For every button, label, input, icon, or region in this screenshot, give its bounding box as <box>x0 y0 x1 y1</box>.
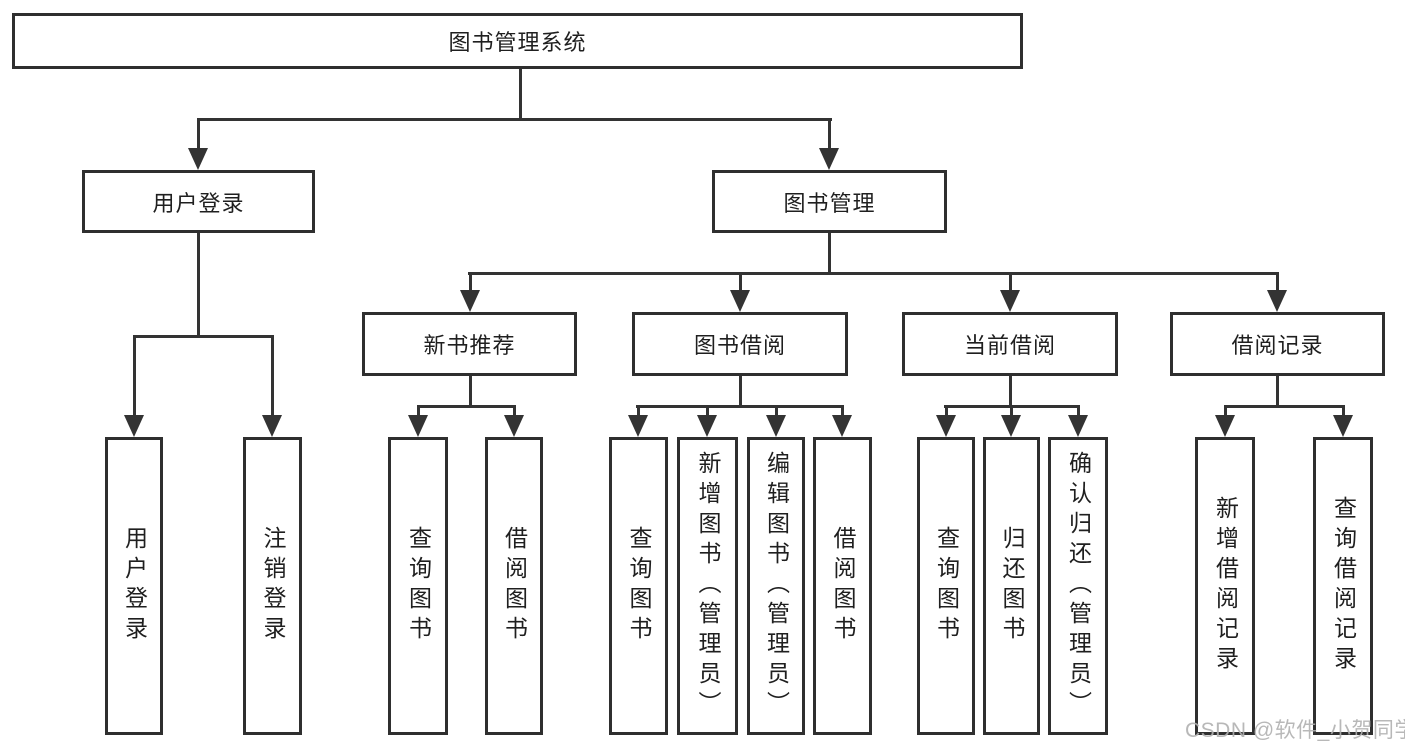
connector-level1-branch <box>197 118 832 121</box>
connector-current-borrow-stem <box>1009 272 1012 292</box>
leaf-s4-query-borrow-record-label: 查询借阅记录 <box>1330 496 1357 676</box>
node-borrow-records: 借阅记录 <box>1170 312 1385 376</box>
connector-s1-branch <box>417 405 516 408</box>
node-book-management: 图书管理 <box>712 170 947 233</box>
arrowhead-user-login-icon <box>188 148 208 170</box>
leaf-s2-add-books-admin: 新增图书（管理员） <box>677 437 738 735</box>
connector-leaf-logout-stem <box>271 335 274 415</box>
leaf-s2-query-books: 查询图书 <box>609 437 668 735</box>
leaf-s3-confirm-return-admin-label: 确认归还（管理员） <box>1065 451 1092 721</box>
leaf-s4-add-borrow-record-label: 新增借阅记录 <box>1212 496 1239 676</box>
connector-s1c2-stem <box>513 405 516 417</box>
leaf-s3-return-books: 归还图书 <box>983 437 1040 735</box>
connector-s2c2-stem <box>706 405 709 417</box>
leaf-user-login: 用户登录 <box>105 437 163 735</box>
arrowhead-new-book-icon <box>460 290 480 312</box>
connector-s4-branch <box>1224 405 1345 408</box>
connector-user-login-stem <box>197 118 200 150</box>
node-user-login: 用户登录 <box>82 170 315 233</box>
connector-book-mgmt-stem <box>828 118 831 150</box>
connector-borrow-records-stem <box>1276 272 1279 292</box>
arrowhead-s2c2-icon <box>697 415 717 437</box>
arrowhead-leaf-logout-icon <box>262 415 282 437</box>
leaf-s2-add-books-admin-label: 新增图书（管理员） <box>695 451 721 721</box>
arrowhead-s2c3-icon <box>766 415 786 437</box>
connector-user-login-branch <box>133 335 274 338</box>
connector-s2c3-stem <box>775 405 778 417</box>
connector-s2-branch <box>636 405 844 408</box>
connector-s3c3-stem <box>1077 405 1080 417</box>
connector-s4c2-stem <box>1342 405 1345 417</box>
leaf-s3-query-books: 查询图书 <box>917 437 975 735</box>
leaf-s4-query-borrow-record: 查询借阅记录 <box>1313 437 1373 735</box>
arrowhead-current-borrow-icon <box>1000 290 1020 312</box>
leaf-s1-query-books-label: 查询图书 <box>405 526 432 646</box>
connector-leaf-login-stem <box>133 335 136 415</box>
connector-s2c4-stem <box>841 405 844 417</box>
arrowhead-s1c1-icon <box>408 415 428 437</box>
connector-s3c1-stem <box>945 405 948 417</box>
connector-s3c2-stem <box>1010 405 1013 417</box>
leaf-logout-label: 注销登录 <box>260 526 286 646</box>
connector-s1c1-stem <box>417 405 420 417</box>
leaf-s2-edit-books-admin-label: 编辑图书（管理员） <box>763 451 790 721</box>
connector-s4c1-stem <box>1224 405 1227 417</box>
leaf-s1-borrow-books: 借阅图书 <box>485 437 543 735</box>
leaf-s2-query-books-label: 查询图书 <box>626 526 652 646</box>
node-book-borrow: 图书借阅 <box>632 312 848 376</box>
arrowhead-s3c2-icon <box>1001 415 1021 437</box>
arrowhead-s1c2-icon <box>504 415 524 437</box>
leaf-s2-borrow-books: 借阅图书 <box>813 437 872 735</box>
arrowhead-book-borrow-icon <box>730 290 750 312</box>
node-root: 图书管理系统 <box>12 13 1023 69</box>
arrowhead-s3c1-icon <box>936 415 956 437</box>
leaf-s1-borrow-books-label: 借阅图书 <box>501 526 528 646</box>
leaf-s3-query-books-label: 查询图书 <box>933 526 960 646</box>
watermark: CSDN @软件_小贺同学 <box>1185 719 1405 742</box>
arrowhead-s4c2-icon <box>1333 415 1353 437</box>
connector-root-trunk <box>519 69 522 118</box>
leaf-s1-query-books: 查询图书 <box>388 437 448 735</box>
connector-s4-trunk <box>1276 376 1279 407</box>
arrowhead-leaf-login-icon <box>124 415 144 437</box>
leaf-s4-add-borrow-record: 新增借阅记录 <box>1195 437 1255 735</box>
connector-level3-branch <box>468 272 1279 275</box>
connector-book-borrow-stem <box>739 272 742 292</box>
connector-user-login-trunk <box>197 233 200 335</box>
node-new-book-recommend: 新书推荐 <box>362 312 577 376</box>
connector-new-book-stem <box>469 272 472 292</box>
connector-s3-trunk <box>1009 376 1012 407</box>
arrowhead-s3c3-icon <box>1068 415 1088 437</box>
leaf-s2-edit-books-admin: 编辑图书（管理员） <box>747 437 805 735</box>
leaf-s3-confirm-return-admin: 确认归还（管理员） <box>1048 437 1108 735</box>
arrowhead-borrow-records-icon <box>1267 290 1287 312</box>
connector-s2-trunk <box>739 376 742 407</box>
connector-s2c1-stem <box>637 405 640 417</box>
leaf-s2-borrow-books-label: 借阅图书 <box>830 526 856 646</box>
leaf-user-login-label: 用户登录 <box>121 526 148 646</box>
arrowhead-s4c1-icon <box>1215 415 1235 437</box>
leaf-logout: 注销登录 <box>243 437 302 735</box>
arrowhead-s2c4-icon <box>832 415 852 437</box>
connector-book-mgmt-trunk <box>828 233 831 274</box>
arrowhead-book-mgmt-icon <box>819 148 839 170</box>
connector-s1-trunk <box>469 376 472 407</box>
node-current-borrow: 当前借阅 <box>902 312 1118 376</box>
leaf-s3-return-books-label: 归还图书 <box>999 526 1025 646</box>
arrowhead-s2c1-icon <box>628 415 648 437</box>
